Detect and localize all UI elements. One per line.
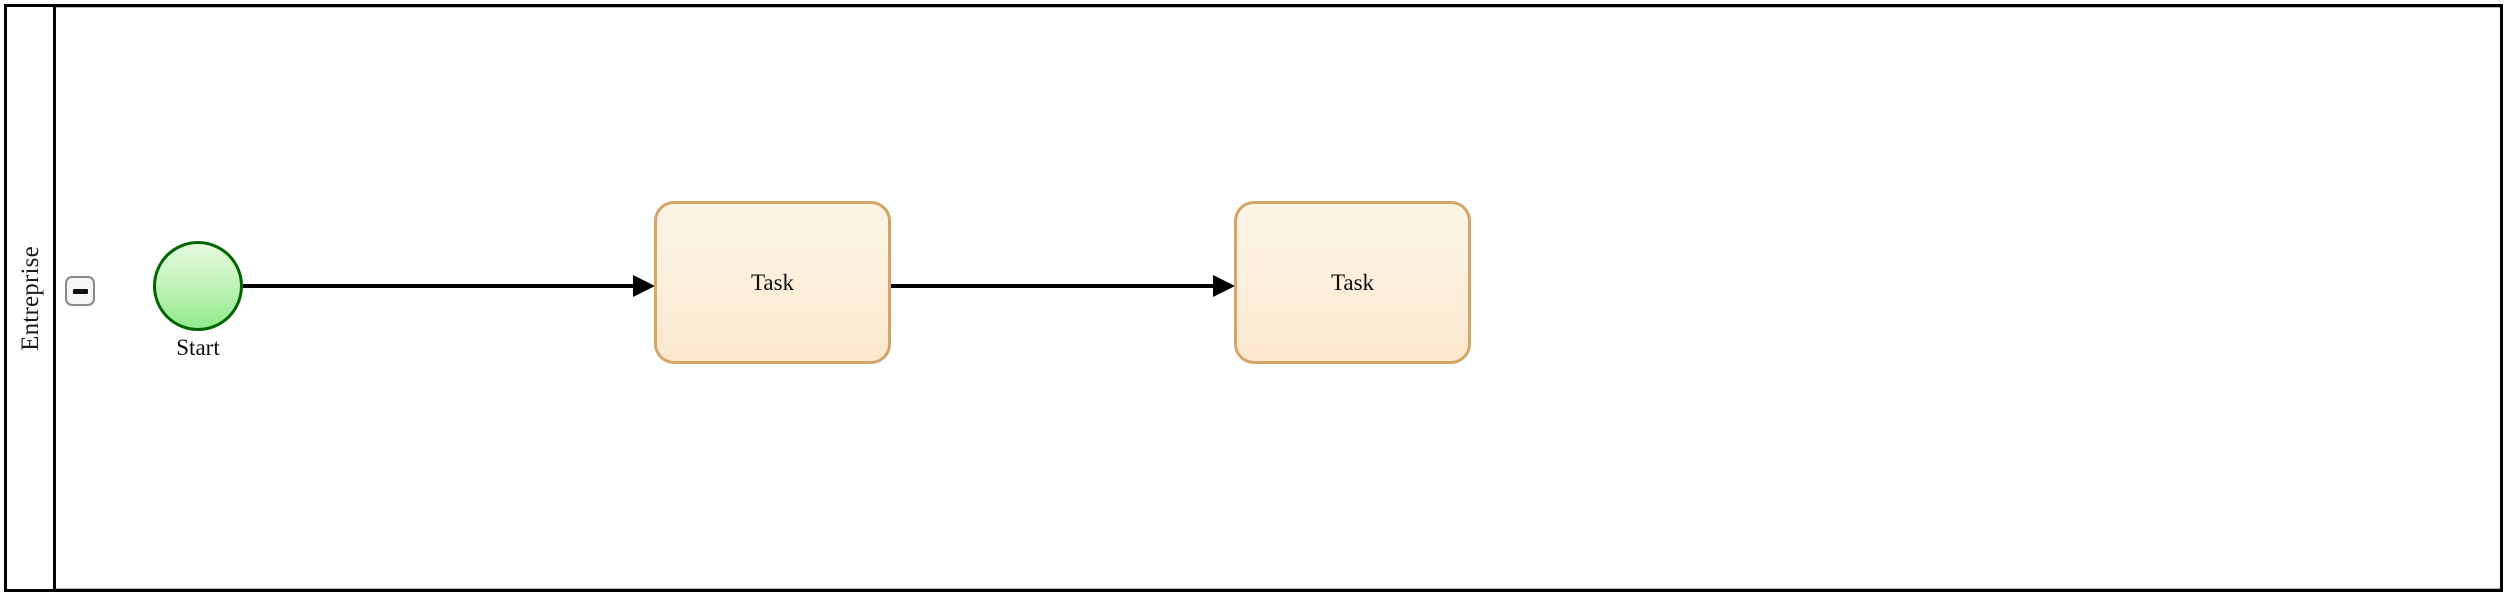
start-event-label: Start — [176, 335, 220, 360]
lane-name-label: Entreprise — [16, 245, 44, 351]
task-2-label: Task — [1330, 269, 1375, 295]
start-event-node[interactable] — [153, 241, 243, 331]
sequence-flow-task-1-to-task-2[interactable] — [891, 284, 1213, 288]
lane-header-entreprise[interactable]: Entreprise — [7, 7, 56, 589]
sequence-flow-start-to-task-1[interactable] — [243, 284, 633, 288]
task-node-2[interactable]: Task — [1234, 201, 1471, 364]
task-node-1[interactable]: Task — [654, 201, 891, 364]
arrow-head-icon — [1213, 275, 1235, 297]
task-1-label: Task — [750, 269, 795, 295]
pool-entreprise[interactable]: Entreprise Start Task Task — [4, 4, 2503, 592]
lane-body-entreprise: Start Task Task — [56, 7, 2500, 589]
arrow-head-icon — [633, 275, 655, 297]
lane-collapse-button[interactable] — [65, 276, 95, 306]
minus-icon — [72, 288, 88, 294]
